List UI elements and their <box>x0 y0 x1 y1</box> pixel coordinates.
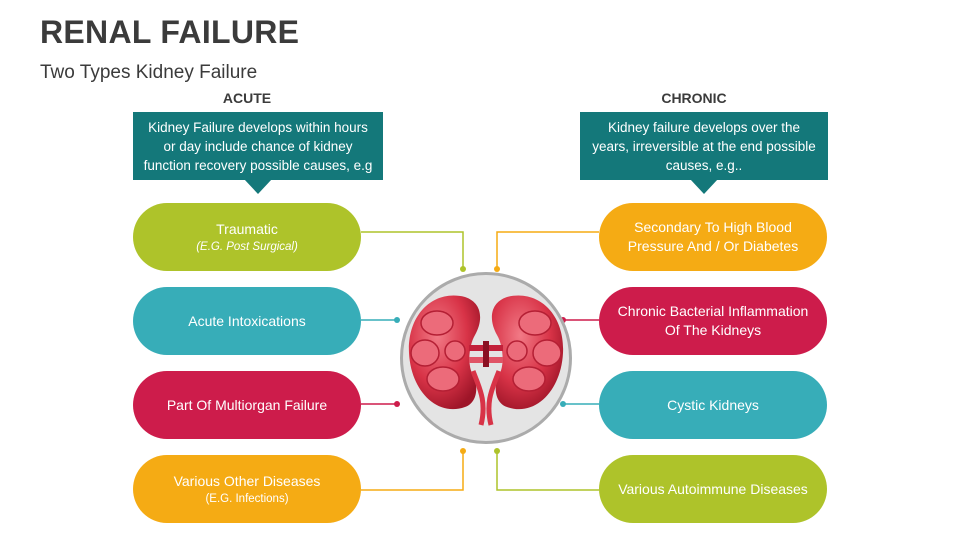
acute-item-label: Part Of Multiorgan Failure <box>166 396 328 413</box>
acute-item-sublabel: (E.G. Infections) <box>205 492 289 505</box>
connector-dot <box>460 266 466 272</box>
connector-autoimmune <box>496 451 599 491</box>
chronic-item-high-blood-pressure: Secondary To High Blood Pressure And / O… <box>599 203 827 271</box>
acute-item-intoxications: Acute Intoxications <box>133 287 361 355</box>
connector-dot <box>494 266 500 272</box>
page-title: RENAL FAILURE <box>40 14 300 50</box>
chronic-item-bacterial-inflammation: Chronic Bacterial Inflammation Of The Ki… <box>599 287 827 355</box>
chronic-item-label: Chronic Bacterial Inflammation Of The Ki… <box>617 303 809 338</box>
chronic-heading: CHRONIC <box>661 90 727 106</box>
acute-description-callout: Kidney Failure develops within hours or … <box>133 112 383 194</box>
connector-high-blood-pressure <box>496 231 599 268</box>
connector-dot <box>560 401 566 407</box>
acute-item-multiorgan-failure: Part Of Multiorgan Failure <box>133 371 361 439</box>
chronic-item-label: Various Autoimmune Diseases <box>618 480 808 497</box>
connector-dot <box>494 448 500 454</box>
connector-other-diseases <box>361 451 464 491</box>
kidney-hub <box>400 272 572 444</box>
page-subtitle: Two Types Kidney Failure <box>40 62 258 83</box>
chronic-item-cystic-kidneys: Cystic Kidneys <box>599 371 827 439</box>
acute-heading: ACUTE <box>222 90 272 106</box>
connector-dot <box>394 401 400 407</box>
acute-item-other-diseases: Various Other Diseases (E.G. Infections) <box>133 455 361 523</box>
acute-item-label: Traumatic <box>216 220 278 237</box>
connector-traumatic <box>361 231 464 268</box>
acute-item-label: Acute Intoxications <box>188 312 306 329</box>
connector-dot <box>460 448 466 454</box>
chronic-item-label: Secondary To High Blood Pressure And / O… <box>627 219 799 254</box>
acute-item-traumatic: Traumatic (E.G. Post Surgical) <box>133 203 361 271</box>
kidneys-icon <box>408 295 564 426</box>
acute-item-sublabel: (E.G. Post Surgical) <box>196 240 298 253</box>
chronic-item-autoimmune: Various Autoimmune Diseases <box>599 455 827 523</box>
connector-dot <box>394 317 400 323</box>
chronic-description-callout: Kidney failure develops over the years, … <box>580 112 828 194</box>
acute-item-label: Various Other Diseases <box>173 472 321 489</box>
chronic-item-label: Cystic Kidneys <box>667 396 759 413</box>
